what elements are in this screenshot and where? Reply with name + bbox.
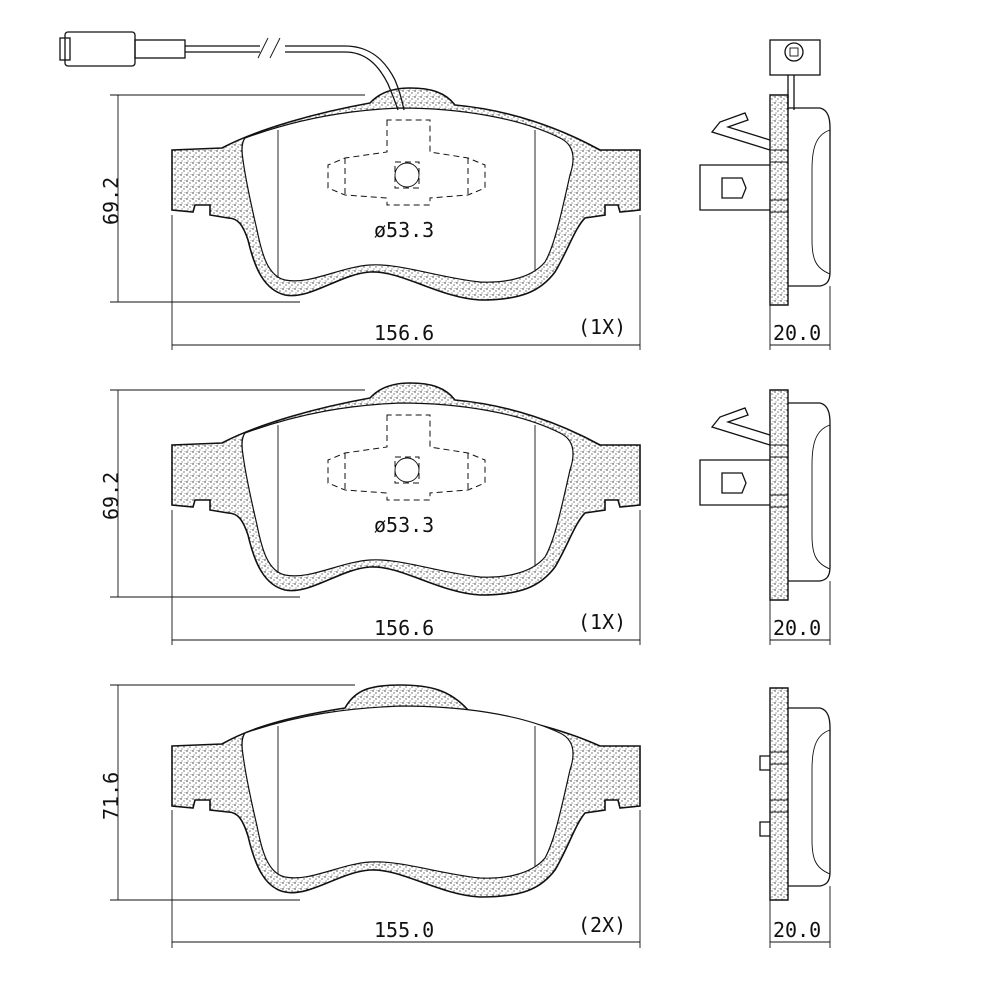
dimension-lines-1 [110,94,641,350]
thickness-dimension-label: 20.0 [773,918,821,942]
thickness-dimension-label: 20.0 [773,616,821,640]
width-dimension-label: 156.6 [374,616,434,640]
dimension-lines-3 [110,684,641,948]
pad-side-view-2 [769,389,831,601]
height-dimension-label: 71.6 [99,772,123,820]
dimension-lines-2 [110,389,641,645]
thickness-dimension-label: 20.0 [773,321,821,345]
thickness-dimension-1 [769,286,831,350]
width-dimension-label: 156.6 [374,321,434,345]
quantity-label: (1X) [578,610,626,634]
width-dimension-label: 155.0 [374,918,434,942]
height-dimension-label: 69.2 [99,177,123,225]
wear-sensor-wire [59,31,405,111]
thickness-dimension-2 [769,581,831,645]
hole-diameter-label: ø53.3 [374,218,434,242]
pad-view-2: 69.2 156.6 (1X) ø53.3 20.0 [99,382,831,645]
height-dimension-label: 69.2 [99,472,123,520]
quantity-label: (1X) [578,315,626,339]
spring-clip-side-2 [699,407,771,506]
pad-view-1: 69.2 156.6 (1X) ø53.3 20.0 [59,31,831,350]
pad-side-view-1 [769,94,831,306]
friction-material [241,705,574,879]
pad-view-3: 71.6 155.0 (2X) 20.0 [99,684,831,948]
hole-diameter-label: ø53.3 [374,513,434,537]
quantity-label: (2X) [578,913,626,937]
sensor-clip-side-1 [699,39,821,211]
pad-side-view-3 [759,687,831,901]
thickness-dimension-3 [769,886,831,948]
